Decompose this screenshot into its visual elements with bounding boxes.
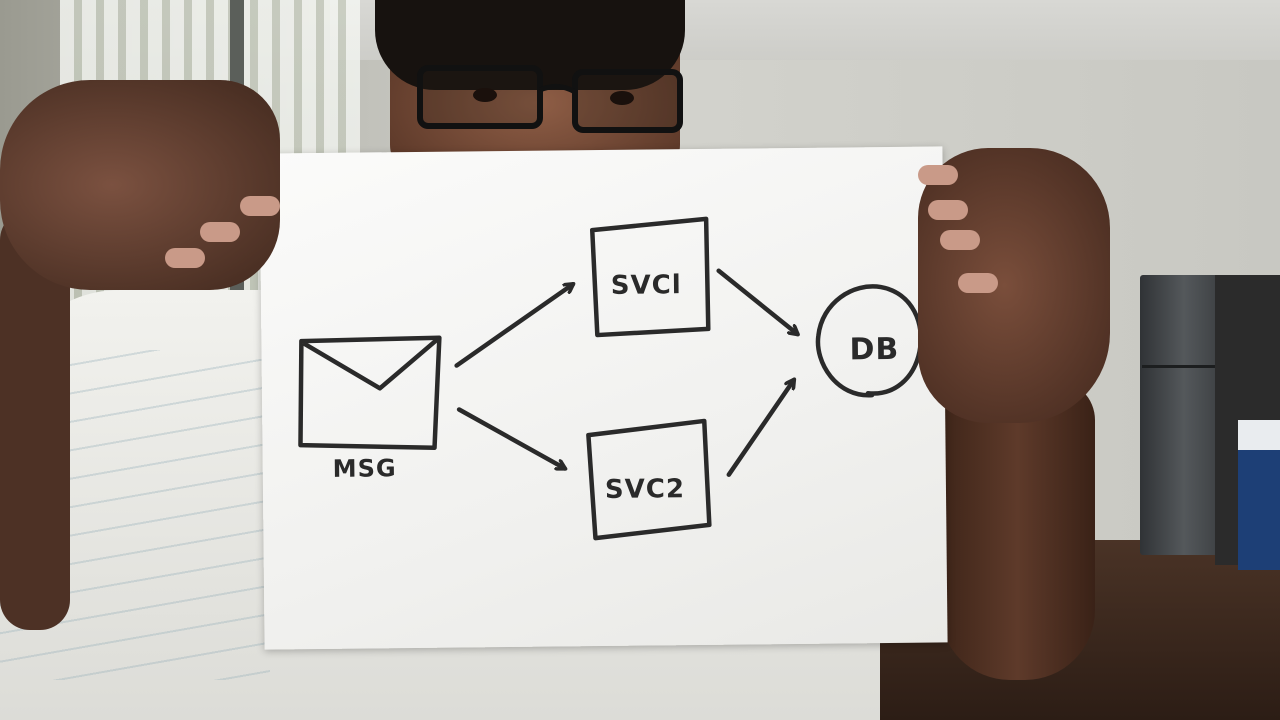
envelope-icon [298,335,442,451]
arrow-svc1-to-db [716,268,798,335]
refrigerator-door-gap [1142,365,1248,368]
right-fingertip [940,230,980,250]
eyeglasses [417,65,683,133]
db-label: DB [849,332,899,368]
svc1-label: SVCl [611,270,682,301]
right-hand [918,148,1110,423]
arrow-msg-to-svc2 [456,407,565,471]
paper-sheet: MSG SVCl SVC2 DB [259,146,948,650]
svc2-box [586,418,712,541]
left-fingertip [165,248,205,268]
hand-drawn-diagram: MSG SVCl SVC2 DB [298,216,924,541]
left-fingertip [200,222,240,242]
right-fingertip [958,273,998,293]
arrow-svc2-to-db [726,380,795,477]
right-fingertip [918,165,958,185]
svc1-box [589,216,711,338]
arrow-msg-to-svc1 [454,284,574,368]
right-fingertip [928,200,968,220]
svc2-label: SVC2 [605,474,685,505]
right-arm [940,380,1095,680]
msg-label: MSG [333,454,397,483]
left-hand [0,80,280,290]
white-panel [1238,420,1280,450]
db-circle [815,284,924,398]
left-fingertip [240,196,280,216]
